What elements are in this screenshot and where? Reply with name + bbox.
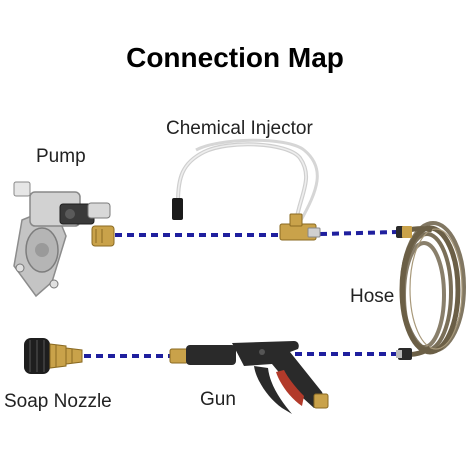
label-gun: Gun (200, 389, 236, 410)
diagram-title: Connection Map (126, 42, 344, 73)
connector-lines (84, 230, 400, 358)
hose-illustration (396, 221, 466, 360)
label-hose: Hose (350, 286, 395, 307)
connector-injector-to-hose (319, 230, 399, 236)
label-soap-nozzle: Soap Nozzle (4, 391, 112, 412)
label-chemical-injector: Chemical Injector (166, 118, 313, 139)
pump-illustration (13, 181, 115, 298)
soap-nozzle-illustration (24, 338, 83, 374)
chemical-injector-illustration (172, 138, 321, 241)
label-pump: Pump (36, 146, 86, 167)
gun-illustration (169, 341, 329, 414)
